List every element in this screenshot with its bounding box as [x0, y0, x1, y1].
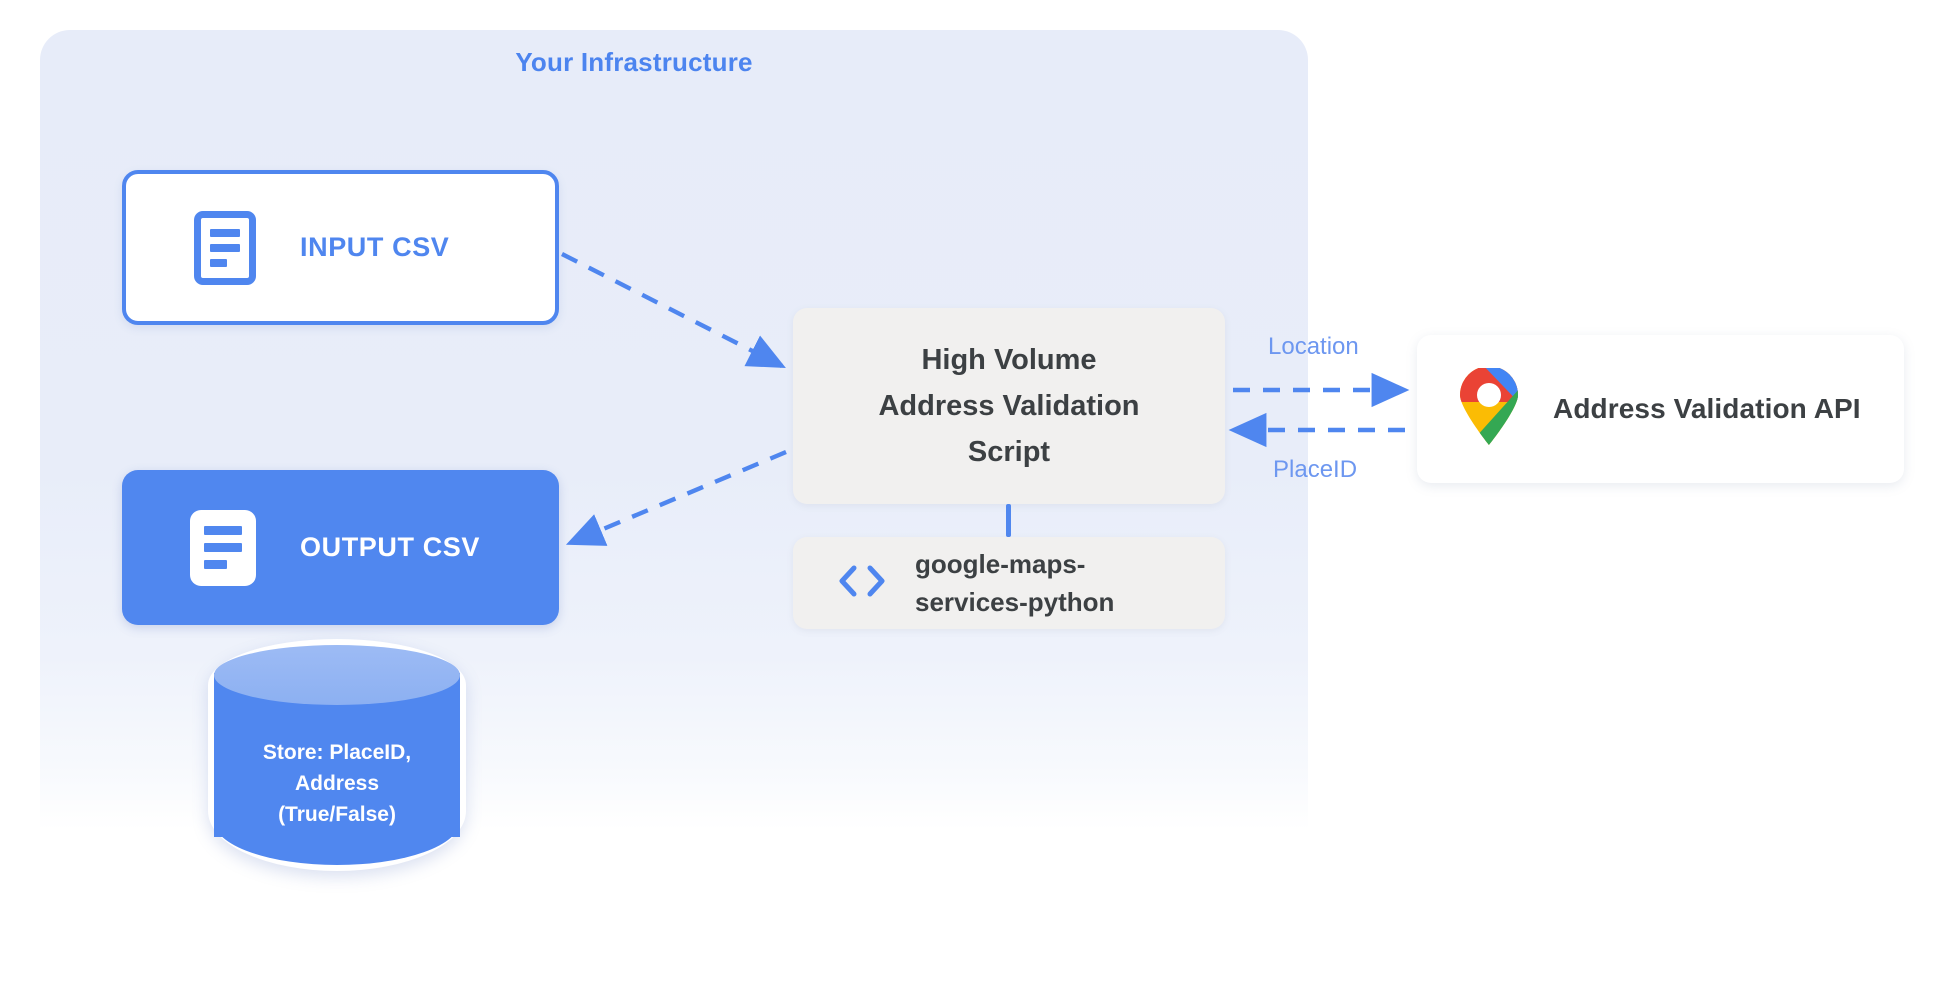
database-label-line2: Address: [294, 772, 380, 795]
output-csv-label: OUTPUT CSV: [300, 532, 481, 562]
node-script[interactable]: High Volume Address Validation Script: [793, 308, 1225, 504]
library-label-line2: services-python: [915, 587, 1115, 617]
node-address-validation-api[interactable]: Address Validation API: [1417, 335, 1904, 483]
google-maps-pin-icon: [1458, 365, 1520, 451]
script-label: High Volume Address Validation Script: [878, 337, 1139, 475]
panel-title: Your Infrastructure: [515, 47, 753, 77]
node-library[interactable]: google-maps- services-python: [793, 537, 1225, 629]
document-outline-icon: [194, 210, 256, 285]
api-label: Address Validation API: [1553, 393, 1861, 424]
edge-label-placeid: PlaceID: [1273, 456, 1358, 483]
script-library-connector: [1006, 504, 1011, 537]
library-label: google-maps- services-python: [915, 545, 1114, 621]
code-brackets-icon: [835, 564, 889, 603]
database-top-ellipse: [214, 645, 460, 705]
database-label-line1: Store: PlaceID,: [262, 741, 412, 764]
script-label-line2: Address Validation: [878, 390, 1140, 422]
input-csv-label: INPUT CSV: [300, 232, 450, 262]
database-label-line3: (True/False): [278, 803, 396, 826]
database-label: Store: PlaceID, Address (True/False): [214, 737, 460, 830]
node-output-csv[interactable]: OUTPUT CSV: [122, 470, 559, 625]
node-input-csv[interactable]: INPUT CSV: [122, 170, 559, 325]
node-database[interactable]: Store: PlaceID, Address (True/False): [208, 639, 466, 871]
library-label-line1: google-maps-: [915, 549, 1086, 579]
script-label-line1: High Volume: [921, 344, 1097, 376]
document-solid-icon: [190, 509, 256, 586]
script-label-line3: Script: [967, 436, 1051, 468]
edge-label-location: Location: [1268, 333, 1359, 360]
